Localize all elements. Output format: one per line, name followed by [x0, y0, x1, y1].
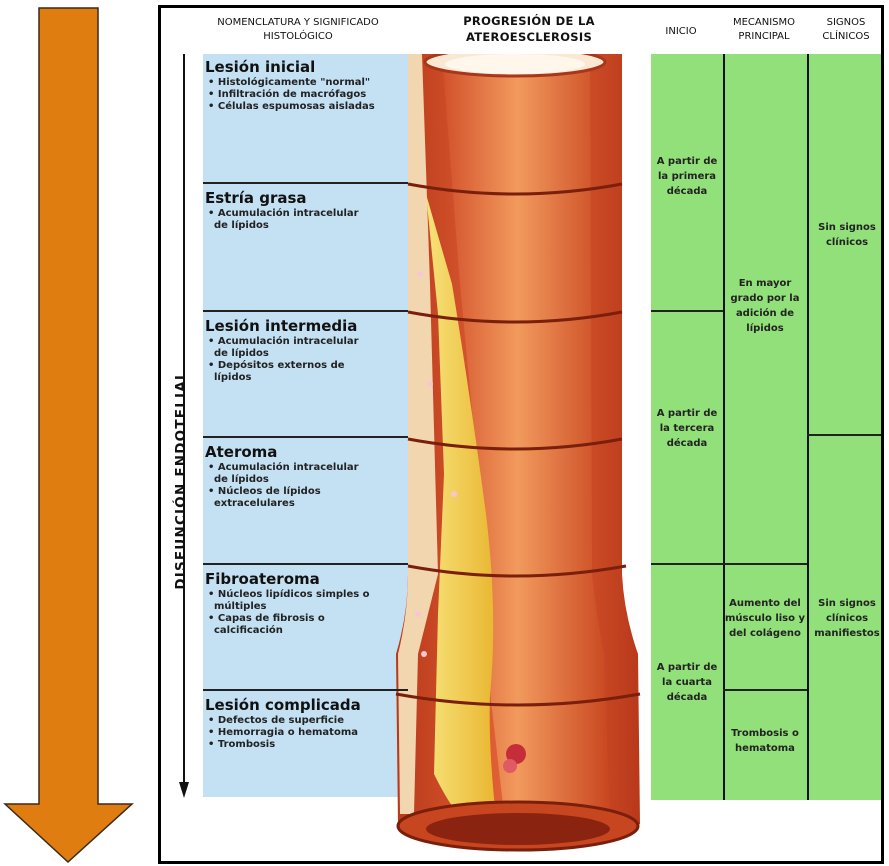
lesion-item: • Trombosis	[205, 739, 405, 751]
lesion-intermediate: Lesión intermedia • Acumulación intracel…	[205, 317, 405, 384]
header-mechanism: MECANISMO PRINCIPAL	[723, 16, 805, 44]
header-signs: SIGNOS CLÍNICOS	[809, 16, 883, 44]
down-arrow-icon	[0, 0, 160, 866]
lesion-item: • Acumulación intracelular de lípidos	[205, 208, 374, 232]
lesion-title: Lesión intermedia	[205, 317, 405, 335]
row-divider	[651, 310, 723, 312]
row-divider	[203, 182, 408, 184]
header-onset: INICIO	[649, 25, 713, 39]
lesion-item: • Infiltración de macrófagos	[205, 89, 405, 101]
lesion-item: • Histológicamente "normal"	[205, 77, 405, 89]
lesion-item: • Defectos de superficie	[205, 715, 405, 727]
lesion-item: • Depósitos externos de lípidos	[205, 360, 354, 384]
lesion-title: Estría grasa	[205, 189, 405, 207]
lesion-item: • Hemorragia o hematoma	[205, 727, 405, 739]
row-divider	[203, 436, 408, 438]
lesion-complicated: Lesión complicada • Defectos de superfic…	[205, 696, 405, 751]
lesion-title: Lesión inicial	[205, 58, 405, 76]
lesion-title: Fibroateroma	[205, 570, 405, 588]
lesion-item: • Células espumosas aisladas	[205, 101, 405, 113]
header-progression: PROGRESIÓN DE LA ATEROESCLEROSIS	[423, 13, 635, 45]
lesion-title: Lesión complicada	[205, 696, 405, 714]
mechanism-thrombosis: Trombosis o hematoma	[725, 726, 805, 756]
artery-illustration	[378, 54, 653, 860]
lesion-fatty-streak: Estría grasa • Acumulación intracelular …	[205, 189, 405, 232]
onset-fourth-decade: A partir de la cuarta década	[651, 660, 723, 705]
lesion-title: Ateroma	[205, 443, 405, 461]
row-divider	[203, 310, 408, 312]
lesion-item: • Núcleos de lípidos extracelulares	[205, 486, 354, 510]
lesion-item: • Acumulación intracelular de lípidos	[205, 462, 374, 486]
row-divider	[651, 563, 723, 565]
row-divider	[807, 434, 884, 436]
atherosclerosis-figure: NOMENCLATURA Y SIGNIFICADO HISTOLÓGICO P…	[158, 5, 884, 864]
lesion-item: • Acumulación intracelular de lípidos	[205, 336, 374, 360]
signs-none: Sin signos clínicos	[811, 220, 883, 250]
mechanism-smooth-muscle: Aumento del músculo liso y del colágeno	[725, 596, 805, 641]
mechanism-lipids: En mayor grado por la adición de lípidos	[725, 276, 805, 336]
onset-third-decade: A partir de la tercera década	[651, 406, 723, 451]
lesion-item: • Capas de fibrosis o calcificación	[205, 613, 354, 637]
lesion-item: • Núcleos lipídicos simples o múltiples	[205, 589, 379, 613]
row-divider	[203, 563, 408, 565]
row-divider	[723, 689, 807, 691]
lesion-atheroma: Ateroma • Acumulación intracelular de lí…	[205, 443, 405, 510]
lesion-initial: Lesión inicial • Histológicamente "norma…	[205, 58, 405, 113]
lesion-fibroatheroma: Fibroateroma • Núcleos lipídicos simples…	[205, 570, 405, 637]
row-divider	[723, 563, 807, 565]
row-divider	[203, 689, 408, 691]
header-nomenclature: NOMENCLATURA Y SIGNIFICADO HISTOLÓGICO	[203, 16, 393, 44]
onset-first-decade: A partir de la primera década	[651, 154, 723, 199]
signs-manifest: Sin signos clínicos manifiestos	[811, 596, 883, 641]
side-label: DISFUNCIÓN ENDOTELIAL	[173, 370, 189, 589]
column-divider	[807, 54, 809, 800]
